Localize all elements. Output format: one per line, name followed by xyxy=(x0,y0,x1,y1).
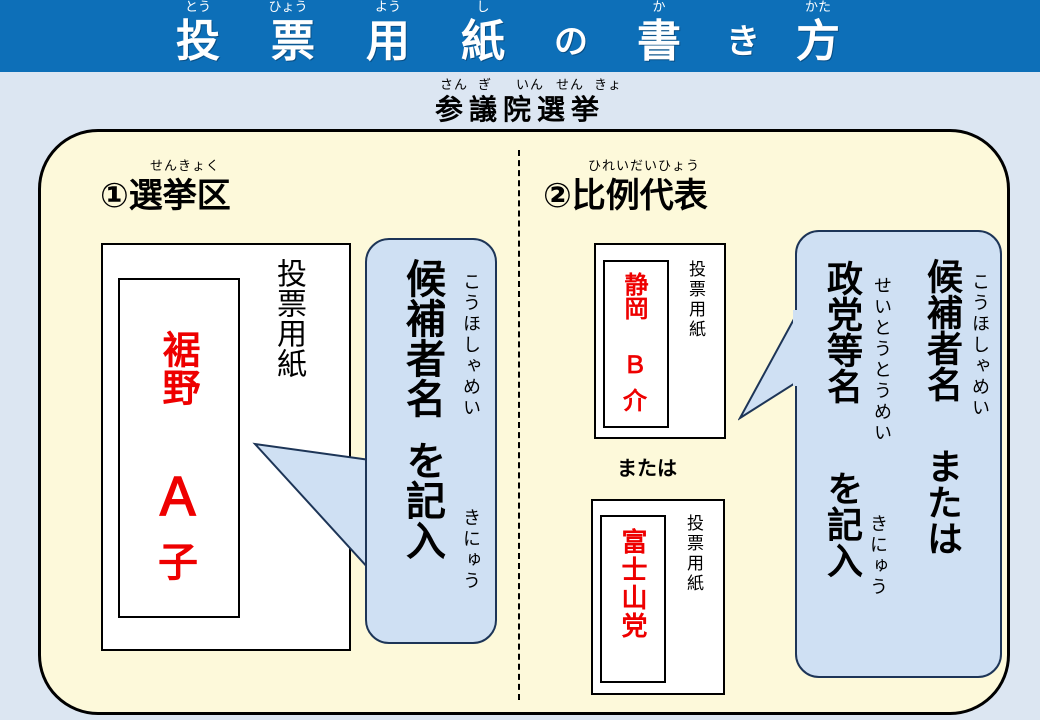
bubble1-ruby-2: きにゅう xyxy=(460,508,481,592)
subtitle: 参議院選挙 xyxy=(434,93,605,126)
bubble1-ruby: こうほしゃめい xyxy=(460,272,481,419)
subtitle-ruby-4: せん xyxy=(556,78,585,93)
candidate-surname: 裾野 xyxy=(156,330,200,406)
title-char-8: 方 xyxy=(796,16,840,67)
subtitle-ruby-2: ぎ xyxy=(478,78,493,93)
bubble1-main-text: 候補者名 xyxy=(399,258,445,418)
bubble2-line1-suffix: または xyxy=(921,448,962,556)
candidate-name-2a: 静岡 xyxy=(620,272,648,320)
candidate-initial: Ａ xyxy=(151,468,204,528)
ballot1-label: 投票用紙 xyxy=(685,260,705,340)
title-ruby-5: か xyxy=(652,0,666,15)
candidate-name-2c: 介 xyxy=(623,387,647,415)
instruction-bubble-1 xyxy=(365,238,497,644)
title-char-1: 投 xyxy=(176,16,220,67)
candidate-name-2b: Ｂ xyxy=(623,351,647,379)
subtitle-ruby-5: きょ xyxy=(594,78,623,93)
bubble-tail-1 xyxy=(252,442,371,573)
section-divider xyxy=(518,150,520,700)
title-ruby-4: し xyxy=(476,0,490,15)
section1-heading-ruby: せんきょく xyxy=(150,159,221,174)
subtitle-ruby-3: いん xyxy=(516,78,545,93)
subtitle-ruby-1: さん xyxy=(440,78,469,93)
title-ruby-6: かた xyxy=(804,0,831,15)
section1-heading: ①選挙区 xyxy=(100,176,231,216)
title-ruby-1: とう xyxy=(184,0,211,15)
bubble2-line2-suffix-ruby: きにゅう xyxy=(867,514,888,598)
instruction-bubble-2 xyxy=(795,230,1002,678)
party-name-box xyxy=(600,515,666,683)
title-banner xyxy=(0,0,1040,72)
ballot2-label: 投票用紙 xyxy=(683,514,703,594)
bubble2-line1-ruby: こうほしゃめい xyxy=(969,272,990,419)
bubble2-line2: 政党等名 xyxy=(821,260,862,404)
title-ruby-3: よう xyxy=(374,0,401,15)
title-char-4: 紙 xyxy=(461,16,505,67)
bubble2-line2-suffix: を記入 xyxy=(821,470,862,578)
candidate-given-char: 子 xyxy=(158,540,198,586)
bubble2-line1: 候補者名 xyxy=(921,258,962,402)
bubble1-main-text-2: を記入 xyxy=(399,440,445,560)
section2-heading-ruby: ひれいだいひょう xyxy=(588,159,701,174)
candidate-name-box-2 xyxy=(603,260,669,428)
or-text: または xyxy=(617,456,677,480)
ballot-label: 投票用紙 xyxy=(271,258,306,378)
title-char-2: 票 xyxy=(271,16,315,67)
title-char-5: の xyxy=(554,22,588,62)
party-name: 富士山党 xyxy=(617,528,647,640)
title-ruby-2: ひょう xyxy=(268,0,308,15)
bubble2-line2-ruby: せいとうとうめい xyxy=(871,276,892,444)
title-char-7: き xyxy=(726,22,760,62)
section2-heading: ②比例代表 xyxy=(543,176,708,216)
title-char-3: 用 xyxy=(366,16,410,67)
title-char-6: 書 xyxy=(637,16,681,67)
candidate-name-box xyxy=(118,278,240,618)
